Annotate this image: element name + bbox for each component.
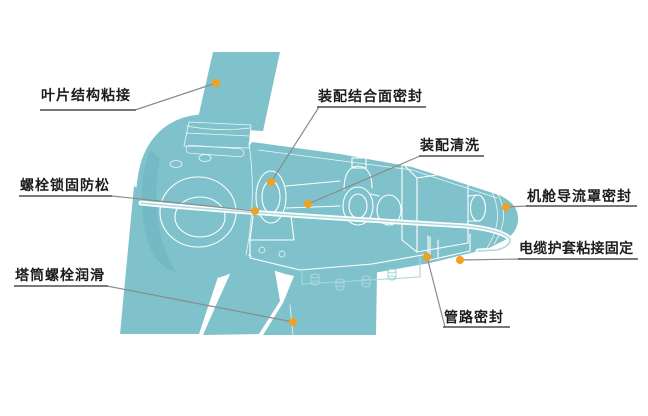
marker-dot <box>502 203 510 211</box>
callout-nacelle-cowling-sealing: 机舱导流罩密封 <box>527 188 632 204</box>
hub-shadow <box>141 150 176 272</box>
tower <box>263 270 377 335</box>
hub-ring-inner <box>174 196 226 238</box>
main-shaft <box>285 180 341 209</box>
underframe-bolts <box>301 256 421 291</box>
main-bearing <box>255 170 287 224</box>
nacelle-top-seam <box>257 149 498 199</box>
marker-dot <box>423 253 431 261</box>
marker-dot <box>289 318 297 326</box>
marker-dot <box>212 79 220 87</box>
nacelle <box>238 142 519 277</box>
marker-dots <box>212 79 510 326</box>
blade-up <box>196 52 280 131</box>
label-underlines <box>14 106 638 328</box>
marker-dot <box>267 178 275 186</box>
hub-nacelle-seam <box>245 142 253 256</box>
blade-down-left <box>120 186 228 334</box>
base-frame <box>249 235 429 271</box>
callout-assembly-cleaning: 装配清洗 <box>420 137 480 153</box>
marker-dot <box>456 256 464 264</box>
callout-bolt-locking-antiloosening: 螺栓锁固防松 <box>20 177 110 193</box>
callout-tower-bolt-lubrication: 塔筒螺栓润滑 <box>15 267 105 283</box>
callout-assembly-joint-sealing: 装配结合面密封 <box>318 88 423 104</box>
gearbox-flange <box>342 186 374 226</box>
generator-cylinder <box>469 194 487 222</box>
blade-down-mid <box>203 252 280 335</box>
callout-pipeline-sealing: 管路密封 <box>444 309 504 325</box>
machinery-outline <box>138 121 513 336</box>
tail-bracket <box>429 233 471 261</box>
callout-blade-structure-bonding: 叶片结构粘接 <box>41 87 131 103</box>
hub-hatch-outline <box>185 144 245 158</box>
marker-dot <box>251 207 259 215</box>
callout-cable-sheath-bonding: 电缆护套粘接固定 <box>519 240 634 256</box>
marker-dot <box>304 200 312 208</box>
leader-lines <box>106 82 529 328</box>
